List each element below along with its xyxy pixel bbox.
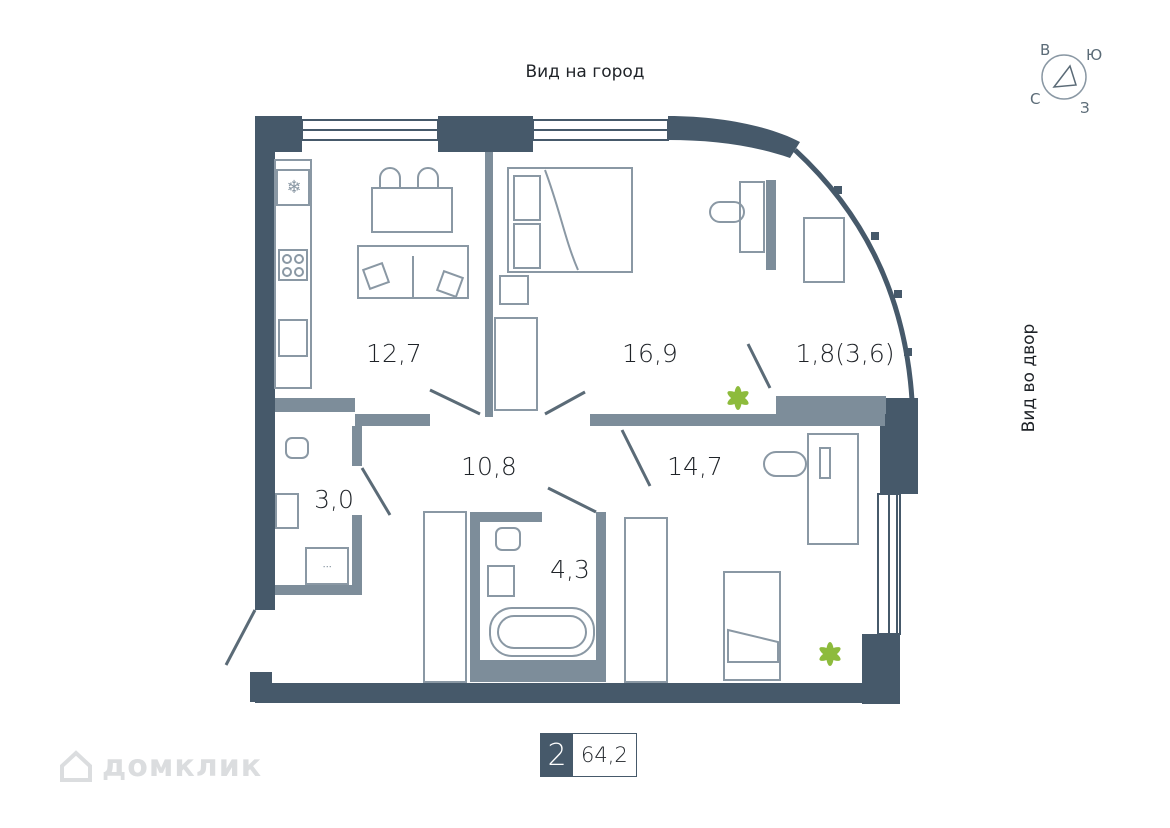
room-count: 2 bbox=[541, 734, 573, 776]
apartment-badge: 2 64,2 bbox=[540, 733, 637, 777]
door-room2 bbox=[620, 429, 652, 487]
room-labels: 12,7 16,9 1,8(3,6) 10,8 14,7 3,0 4,3 bbox=[314, 339, 894, 584]
wall-bath-left bbox=[470, 512, 480, 682]
compass-north: С bbox=[1030, 90, 1040, 108]
wall-top-right-curve bbox=[668, 116, 800, 158]
total-area: 64,2 bbox=[581, 743, 628, 767]
compass-east: В bbox=[1040, 41, 1050, 59]
watermark: домклик bbox=[58, 748, 262, 784]
desk-room2 bbox=[807, 433, 859, 545]
wall-wc-right-top bbox=[352, 426, 362, 466]
fridge bbox=[276, 169, 310, 206]
plant-icon bbox=[727, 386, 749, 410]
kitchen-counter bbox=[274, 159, 312, 389]
windows bbox=[301, 119, 901, 635]
plants bbox=[727, 386, 841, 666]
area-bedroom: 16,9 bbox=[622, 339, 678, 368]
view-city-label: Вид на город bbox=[525, 62, 644, 82]
wardrobe-room2 bbox=[624, 517, 668, 683]
kitchen-sink bbox=[278, 319, 308, 357]
sink-wc bbox=[275, 493, 299, 529]
wall-balcony-top bbox=[766, 180, 776, 270]
compass-arrow-icon bbox=[1052, 64, 1077, 88]
wardrobe-hall bbox=[423, 511, 467, 683]
door-entrance bbox=[224, 609, 257, 666]
toilet-wc bbox=[285, 437, 309, 459]
svg-text:ᐝᐝᐝ: ᐝᐝᐝ bbox=[322, 564, 331, 578]
area-hall: 10,8 bbox=[461, 452, 517, 481]
wall-balcony-bottom bbox=[776, 396, 886, 414]
boiler bbox=[305, 547, 349, 585]
wall-bottom-left bbox=[250, 672, 272, 702]
nightstand bbox=[499, 275, 529, 305]
door-bedroom bbox=[544, 390, 586, 416]
wall-bath-right bbox=[596, 512, 606, 682]
wall-left bbox=[255, 116, 275, 610]
wall-bath-bottom bbox=[480, 660, 606, 682]
wall-bottom bbox=[255, 683, 865, 703]
wall-top-left bbox=[255, 116, 302, 152]
area-room2: 14,7 bbox=[667, 452, 723, 481]
area-balcony: 1,8(3,6) bbox=[795, 339, 894, 368]
wall-kitchen-wc bbox=[275, 398, 355, 412]
chair-bedroom bbox=[709, 201, 745, 223]
balcony-mullions bbox=[834, 186, 912, 356]
compass-west: З bbox=[1080, 99, 1090, 117]
dining-table bbox=[371, 187, 453, 233]
sink-bath bbox=[487, 565, 515, 597]
house-logo-icon bbox=[60, 750, 92, 782]
chair-1 bbox=[379, 167, 401, 188]
balcony-glass bbox=[793, 148, 915, 401]
stove bbox=[278, 249, 308, 281]
view-yard-label: Вид во двор bbox=[1019, 324, 1039, 433]
interior-walls bbox=[275, 152, 886, 682]
door-balcony bbox=[746, 343, 772, 389]
wall-top-mid bbox=[438, 116, 533, 152]
toilet-bath bbox=[495, 527, 521, 551]
compass-ring bbox=[1041, 54, 1087, 100]
wardrobe-bedroom bbox=[494, 317, 538, 411]
door-bath bbox=[547, 486, 597, 514]
wall-kitchen-hall bbox=[355, 414, 430, 426]
bed-room2 bbox=[723, 571, 781, 681]
area-kitchen: 12,7 bbox=[366, 339, 422, 368]
bathtub bbox=[489, 607, 595, 657]
area-wc: 3,0 bbox=[314, 485, 354, 514]
wall-wc-bottom bbox=[275, 585, 362, 595]
door-wc bbox=[360, 467, 392, 516]
wall-right-upper bbox=[880, 398, 918, 494]
chair-2 bbox=[417, 167, 439, 188]
balcony-table bbox=[803, 217, 845, 283]
walls bbox=[250, 116, 918, 704]
compass-south: Ю bbox=[1086, 46, 1102, 64]
plant-icon bbox=[819, 642, 841, 666]
door-kitchen bbox=[429, 388, 481, 416]
watermark-text: домклик bbox=[102, 748, 263, 784]
furniture: ❄ bbox=[274, 159, 859, 683]
chair-room2 bbox=[763, 451, 807, 477]
keyboard bbox=[819, 447, 831, 479]
bed bbox=[507, 167, 633, 273]
area-bathroom: 4,3 bbox=[550, 555, 590, 584]
snowflake-icon: ❄ bbox=[286, 177, 301, 198]
doors bbox=[224, 343, 772, 666]
compass: В Ю С З bbox=[1030, 41, 1102, 117]
wall-right-lower bbox=[862, 634, 900, 704]
wall-wc-right-bottom bbox=[352, 515, 362, 595]
desk-bedroom bbox=[739, 181, 765, 253]
wall-bath-top bbox=[470, 512, 542, 522]
wall-kitchen-bedroom bbox=[485, 152, 493, 417]
wall-bedroom-room2 bbox=[590, 414, 885, 426]
